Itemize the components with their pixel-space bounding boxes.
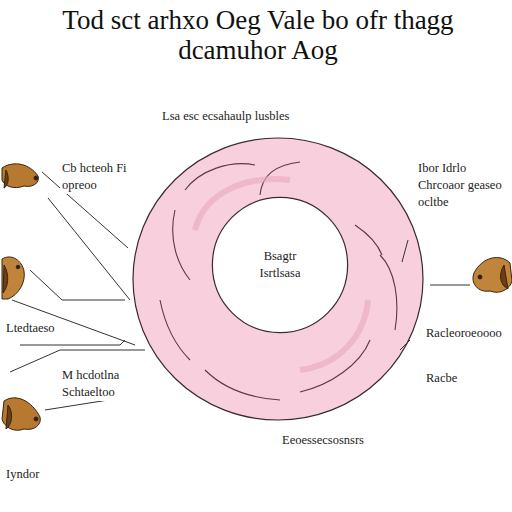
callout-label: Cb hcteoh Fi opreoo bbox=[60, 160, 142, 194]
diagram-title: Tod sct arhxo Oeg Vale bo ofr thagg dcam… bbox=[40, 6, 476, 65]
callout-label: Eeoessecsosnsrs bbox=[280, 432, 366, 449]
ring-shading bbox=[195, 179, 368, 370]
callout-label: Lsa esc ecsahaulp lusbles bbox=[160, 108, 291, 125]
callout-label: Ibor Idrlo Chrcoaor geaseo ocltbe bbox=[416, 160, 510, 211]
leader-lines bbox=[10, 172, 470, 410]
center-circle: Bsagtr Isrtlsasa bbox=[211, 196, 349, 334]
node-text-wrap: Bsagtr Isrtlsasa bbox=[242, 248, 318, 282]
callout-label: Iyndor bbox=[4, 466, 41, 483]
circle-label: Bsagtr Isrtlsasa bbox=[242, 248, 318, 282]
circle-outline bbox=[211, 196, 349, 334]
callout-label: Racleoroeoooo bbox=[424, 325, 504, 342]
callout-label: Racbe bbox=[424, 370, 459, 387]
callout-label: M hcdotlna Schtaeltoo bbox=[60, 367, 159, 401]
ring-swirls bbox=[160, 162, 397, 400]
pink-ring bbox=[133, 138, 423, 420]
callout-label: Ltedtaeso bbox=[4, 320, 57, 337]
